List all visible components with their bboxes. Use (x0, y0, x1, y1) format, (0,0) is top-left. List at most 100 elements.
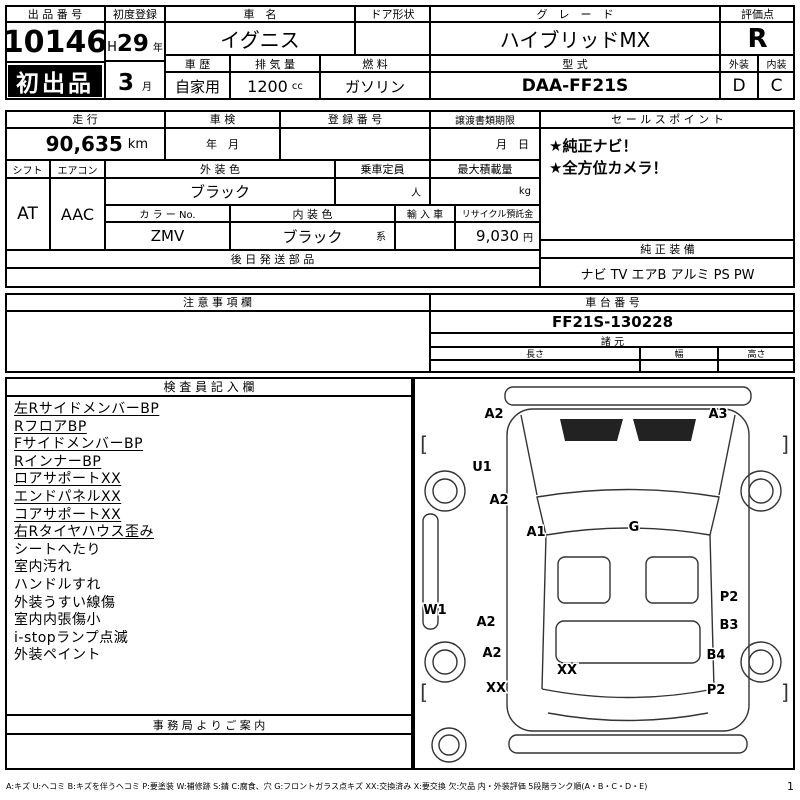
dimension-length-value (430, 360, 640, 373)
inspector-note: シートへたり (14, 541, 101, 558)
dimension-width-value (640, 360, 718, 373)
displacement-value: 1200 cc (230, 72, 320, 100)
rear-window-bottom (547, 712, 709, 722)
sales-points-list: ★純正ナビ！★全方位カメラ！ (540, 128, 795, 240)
displacement-number: 1200 (247, 76, 288, 96)
recycle-deposit-unit: 円 (523, 232, 533, 244)
grade-label: グ レ ー ド (430, 5, 720, 22)
exterior-color-label: 外 装 色 (105, 160, 335, 178)
cowl-vent-left (560, 419, 623, 441)
diagram-label-G: G (629, 520, 640, 535)
history-label: 車 歴 (165, 55, 230, 72)
first-registration-label: 初度登録 (105, 5, 165, 22)
month-value: 3 (117, 70, 134, 96)
max-load-label: 最大積載量 (430, 160, 540, 178)
car-name-label: 車 名 (165, 5, 355, 22)
displacement-label: 排 気 量 (230, 55, 320, 72)
office-notice-body (5, 734, 413, 770)
inspector-note: 右Rタイヤハウス歪み (14, 524, 155, 541)
interior-score-value: C (758, 72, 795, 100)
aircon-label: エアコン (50, 160, 105, 178)
inspector-note: 外装うすい線傷 (14, 594, 116, 611)
interior-score-label: 内装 (758, 55, 795, 72)
recycle-deposit-value: 9,030 円 (455, 222, 540, 250)
wheel-front-left-inner (432, 478, 458, 504)
diagram-label-P2: P2 (720, 590, 739, 605)
dimension-height-label: 高さ (718, 347, 795, 360)
shift-label: シフト (5, 160, 50, 178)
first-listing-badge: 初出品 (8, 65, 102, 97)
diagram-label-U1: U1 (472, 460, 492, 475)
inspector-note: RフロアBP (14, 418, 87, 435)
exterior-score-value: D (720, 72, 758, 100)
history-value: 自家用 (165, 72, 230, 100)
dimensions-label: 諸 元 (430, 333, 795, 347)
capacity-unit: 人 (411, 188, 421, 199)
dimension-height-value (718, 360, 795, 373)
mileage-number: 90,635 (45, 132, 123, 156)
wheel-rear-left-outer (424, 641, 466, 683)
side-molding-left (422, 513, 439, 630)
office-notice-label: 事 務 局 よ り ご 案 内 (5, 715, 413, 734)
footer-legend: A:キズ U:ヘコミ B:キズを伴うヘコミ P:要塗装 W:補修跡 S:錆 C:… (6, 782, 648, 791)
model-code-value: DAA-FF21S (430, 72, 720, 100)
exterior-color-value: ブラック (105, 178, 335, 205)
spare-tire-outer (431, 727, 467, 763)
capacity-value: 人 (335, 178, 430, 205)
chassis-number-value: FF21S-130228 (430, 311, 795, 333)
inspection-label: 車 検 (165, 110, 280, 128)
cabin-side-left (541, 534, 547, 690)
grade-value: ハイブリッドMX (430, 22, 720, 55)
wheel-front-right-inner (748, 478, 774, 504)
diagram-bracket: ] (781, 432, 789, 456)
later-parts-label: 後 日 発 送 部 品 (5, 250, 540, 268)
interior-color-name: ブラック (282, 227, 343, 246)
recycle-deposit-number: 9,030 (476, 227, 519, 245)
inspector-note: 左RサイドメンバーBP (14, 401, 160, 417)
wheel-front-left-outer (424, 470, 466, 512)
transfer-deadline-label: 譲渡書類期限 (430, 110, 540, 128)
hood-crease-right (718, 414, 736, 496)
mileage-unit: km (127, 136, 148, 152)
inspector-note: ロアサポートXX (14, 471, 122, 488)
color-no-label: カ ラ ー No. (105, 205, 230, 222)
later-parts-value (5, 268, 540, 288)
diagram-label-A2: A2 (476, 615, 495, 630)
capacity-label: 乗車定員 (335, 160, 430, 178)
wheel-rear-right-outer (740, 641, 782, 683)
diagram-label-B4: B4 (707, 648, 726, 663)
inspector-note: 室内汚れ (14, 559, 72, 576)
sales-point-item: ★純正ナビ！ (549, 137, 638, 155)
diagram-label-A2: A2 (482, 646, 501, 661)
displacement-unit: cc (291, 80, 303, 92)
aircon-value: AAC (50, 178, 105, 250)
seat-front-left (557, 556, 611, 604)
dimension-length-label: 長さ (430, 347, 640, 360)
windshield-outline (536, 488, 720, 536)
car-body-outline (506, 408, 750, 732)
door-shape-label: ドア形状 (355, 5, 430, 22)
diagram-label-XX: XX (486, 681, 506, 696)
era-letter: H (107, 40, 117, 55)
wheel-rear-right-inner (748, 649, 774, 675)
interior-color-value: ブラック 系 (230, 222, 395, 250)
equipment-label: 純 正 装 備 (540, 240, 795, 258)
max-load-value: kg (430, 178, 540, 205)
first-listing-cell: 初出品 (5, 62, 105, 100)
door-shape-value (355, 22, 430, 55)
diagram-label-A2: A2 (484, 407, 503, 422)
import-car-label: 輸 入 車 (395, 205, 455, 222)
rear-window-top (541, 688, 715, 699)
seat-front-right (645, 556, 699, 604)
notes-body (5, 311, 430, 373)
year-unit: 年 (152, 43, 163, 54)
interior-color-suffix: 系 (376, 232, 386, 243)
mileage-label: 走 行 (5, 110, 165, 128)
inspector-note: コアサポートXX (14, 506, 122, 523)
import-car-value (395, 222, 455, 250)
